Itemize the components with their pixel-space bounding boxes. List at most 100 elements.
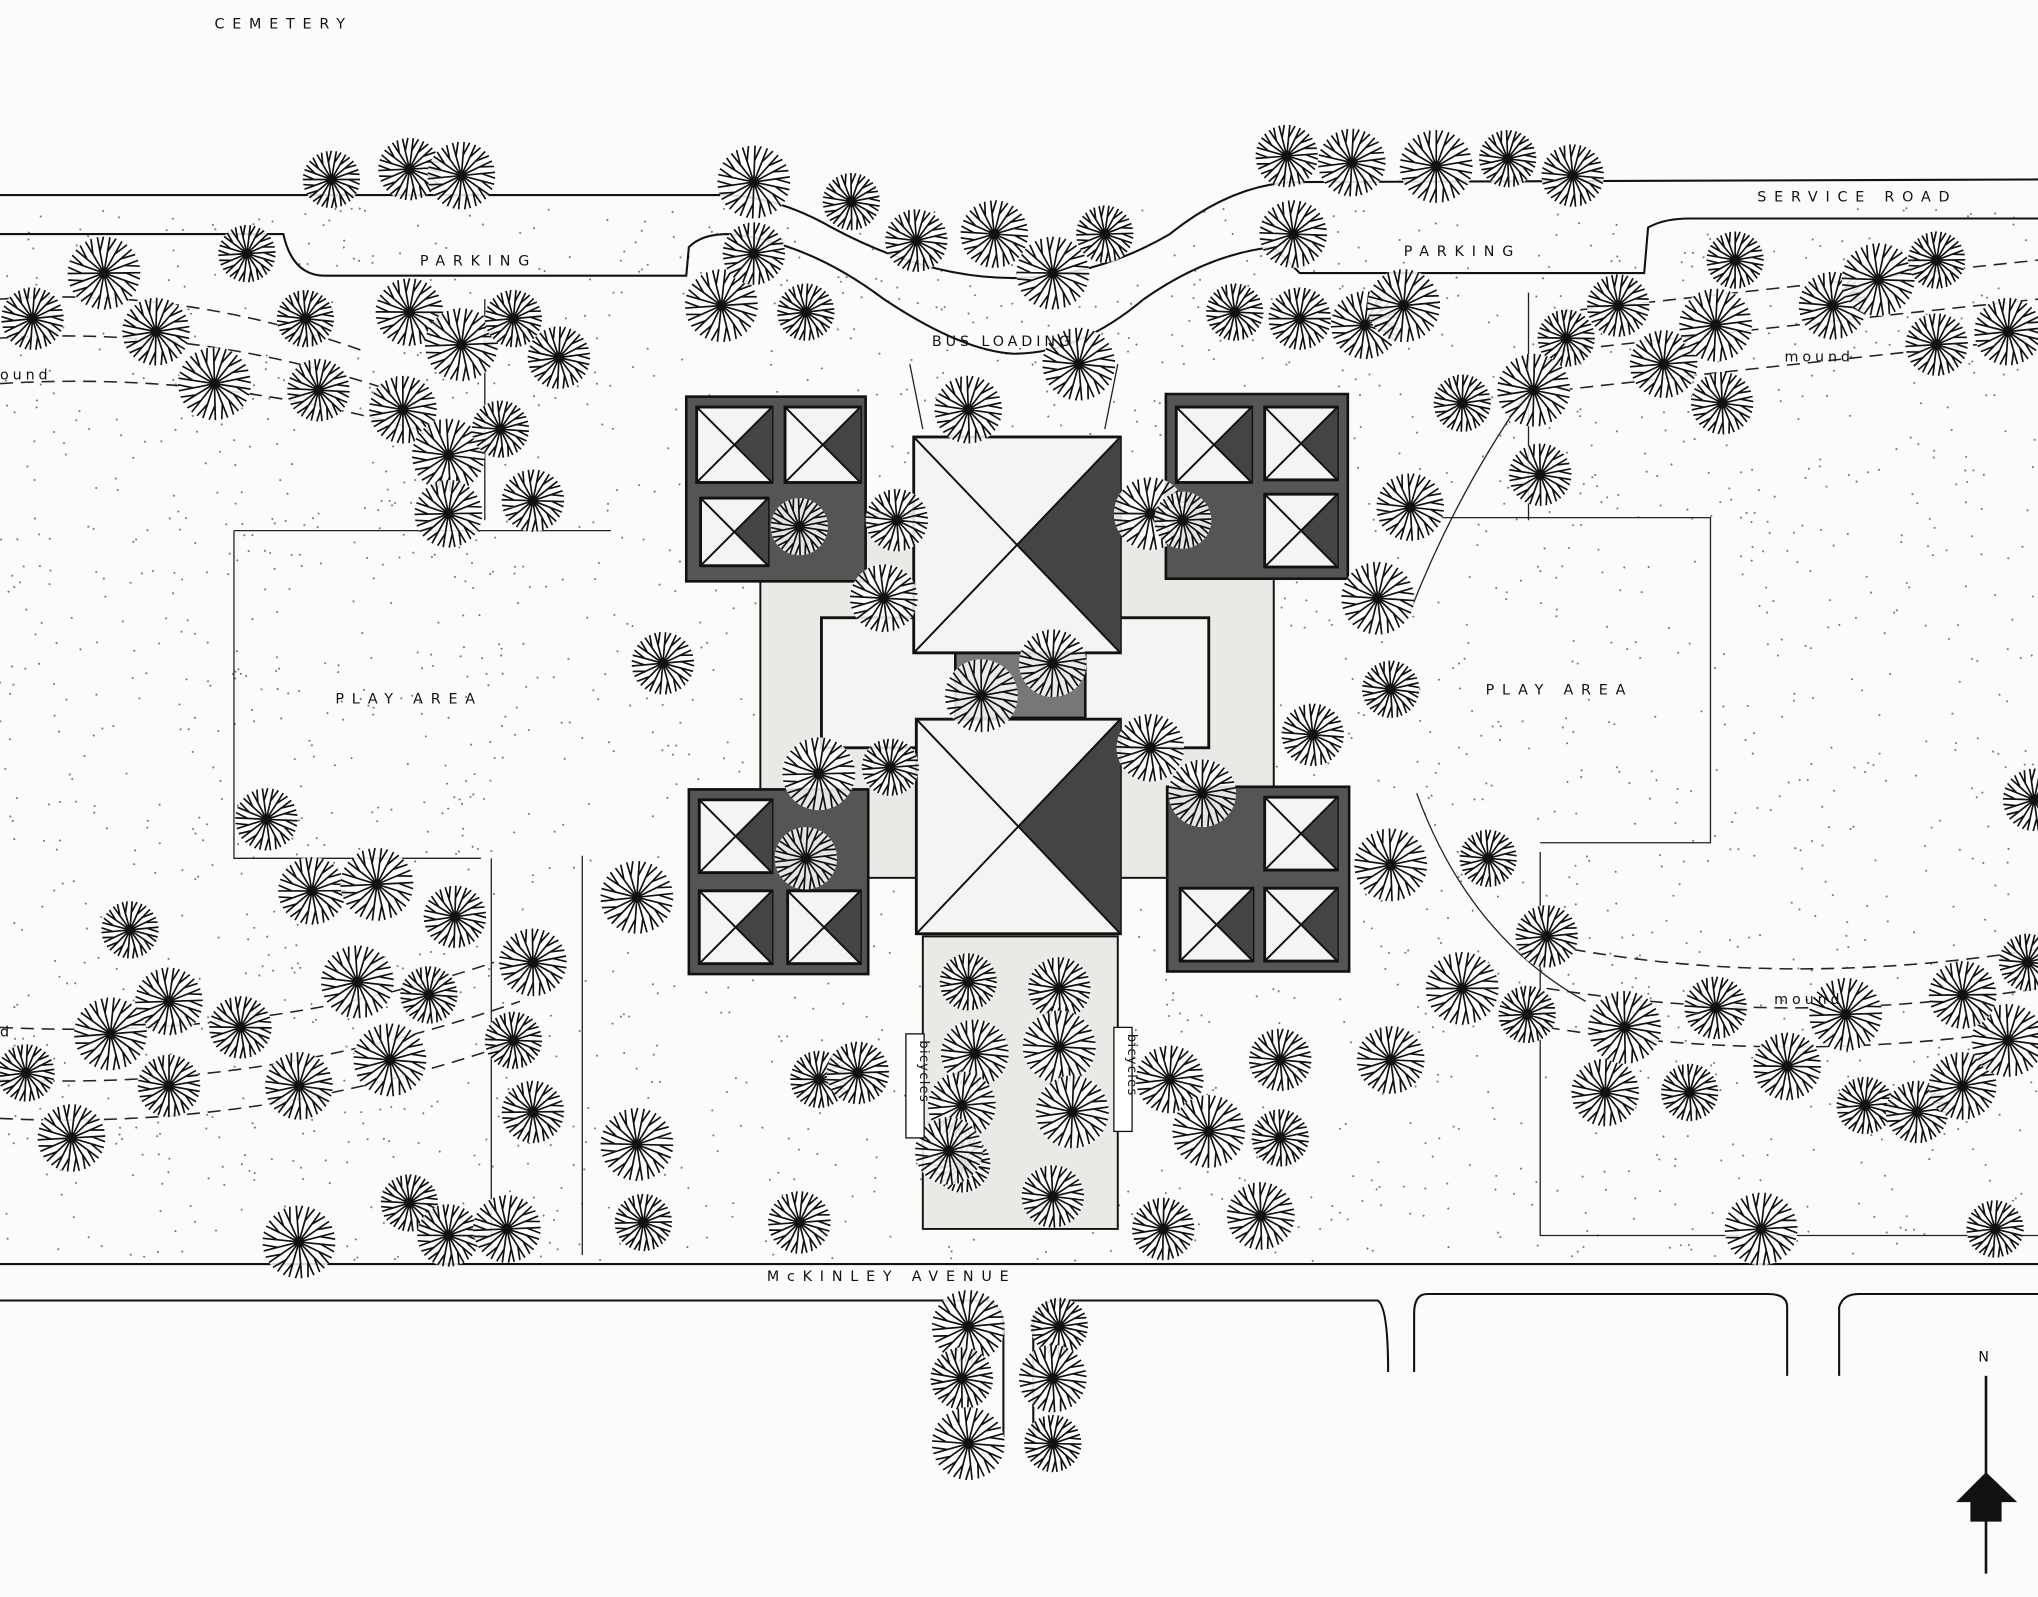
tree-symbol <box>1966 1200 2024 1258</box>
tree-symbol <box>1341 561 1415 635</box>
tree-symbol <box>1251 1109 1310 1167</box>
tree-symbol <box>1 287 64 350</box>
tree-symbol <box>423 885 487 949</box>
tree-symbol <box>235 787 298 851</box>
tree-symbol <box>209 995 272 1059</box>
label-mound-east-south: mound <box>1774 992 1843 1008</box>
tree-symbol <box>473 1194 541 1263</box>
tree-symbol <box>1537 309 1595 367</box>
label-cemetery: CEMETERY <box>214 17 352 33</box>
tree-symbol <box>1974 297 2038 366</box>
tree-symbol <box>777 283 835 341</box>
tree-symbol <box>931 1407 1005 1481</box>
tree-symbol <box>1541 144 1604 207</box>
tree-symbol <box>1135 1045 1204 1114</box>
pyramid-roof <box>1263 886 1339 963</box>
tree-symbol <box>1042 327 1116 401</box>
tree-symbol <box>278 856 346 925</box>
tree-symbol <box>1515 905 1579 968</box>
tree-symbol <box>849 564 918 633</box>
tree-symbol <box>501 1080 565 1144</box>
label-mound-west-south: d <box>0 1024 17 1040</box>
tree-symbol <box>1661 1063 1719 1122</box>
tree-symbol <box>1018 629 1087 698</box>
label-street: McKINLEY AVENUE <box>767 1269 1017 1285</box>
tree-symbol <box>1508 443 1572 506</box>
tree-symbol <box>1030 1297 1089 1356</box>
tree-symbol <box>939 953 998 1011</box>
tree-symbol <box>1497 353 1571 427</box>
label-bicycles-west: bicycles <box>916 1040 931 1103</box>
tree-symbol <box>287 358 350 422</box>
tree-symbol <box>484 1011 543 1070</box>
tree-symbol <box>1131 1197 1195 1261</box>
label-play-area-east: PLAY AREA <box>1486 682 1634 698</box>
tree-symbol <box>600 1107 674 1182</box>
tree-symbol <box>1035 1075 1109 1149</box>
tree-symbol <box>37 1104 106 1172</box>
tree-symbol <box>1259 200 1328 269</box>
tree-symbol <box>1076 205 1134 263</box>
tree-symbol <box>0 1044 55 1102</box>
tree-symbol <box>1206 283 1264 341</box>
tree-symbol <box>1354 828 1428 902</box>
tree-symbol <box>1629 330 1698 398</box>
tree-symbol <box>600 860 674 934</box>
tree-symbol <box>218 224 276 283</box>
tree-symbol <box>501 469 565 533</box>
tree-symbol <box>1018 1344 1087 1413</box>
tree-symbol <box>1724 1192 1798 1266</box>
pyramid-roof <box>1263 405 1339 482</box>
tree-symbol <box>782 737 856 811</box>
tree-symbol <box>340 847 414 921</box>
trees <box>0 124 2038 1481</box>
tree-symbol <box>1024 1414 1082 1473</box>
tree-symbol <box>375 278 444 347</box>
tree-symbol <box>121 297 190 366</box>
school-building <box>684 392 1351 976</box>
tree-symbol <box>1021 1165 1085 1228</box>
tree-symbol <box>1317 128 1386 197</box>
tree-symbol <box>931 1290 1005 1363</box>
tree-symbol <box>1027 957 1091 1020</box>
tree-symbol <box>1753 1032 1821 1101</box>
tree-symbol <box>944 659 1018 733</box>
tree-symbol <box>302 150 361 209</box>
label-bicycles-east: bicycles <box>1124 1034 1139 1097</box>
label-parking-east: PARKING <box>1404 244 1521 260</box>
pyramid-roof <box>697 798 774 875</box>
tree-symbol <box>960 200 1029 269</box>
tree-symbol <box>1356 1025 1425 1094</box>
tree-symbol <box>1908 231 1966 289</box>
tree-symbol <box>1571 1058 1640 1127</box>
tree-symbol <box>822 172 881 231</box>
tree-symbol <box>722 222 786 285</box>
tree-symbol <box>471 400 529 458</box>
pyramid-roof <box>1263 795 1339 872</box>
tree-symbol <box>861 738 920 796</box>
tree-symbol <box>1999 933 2038 992</box>
tree-symbol <box>1459 829 1517 888</box>
tree-symbol <box>1706 231 1764 289</box>
tree-symbol <box>1376 473 1445 542</box>
tree-symbol <box>767 1191 831 1254</box>
tree-symbol <box>1809 977 1883 1051</box>
pyramid-roof <box>912 435 1122 655</box>
pyramid-roof <box>783 405 862 484</box>
tree-symbol <box>1836 1076 1894 1135</box>
tree-symbol <box>1367 269 1441 343</box>
tree-symbol <box>527 326 591 389</box>
tree-symbol <box>498 928 567 997</box>
pyramid-roof <box>695 405 774 484</box>
tree-symbol <box>424 308 498 382</box>
tree-symbol <box>684 269 758 343</box>
tree-symbol <box>1154 491 1212 549</box>
label-bus-loading: BUS LOADING <box>932 334 1074 350</box>
tree-symbol <box>411 418 485 492</box>
tree-symbol <box>770 498 829 556</box>
tree-symbol <box>865 488 929 552</box>
tree-symbol <box>1425 951 1499 1025</box>
tree-symbol <box>1116 713 1185 782</box>
tree-symbol <box>1684 976 1747 1040</box>
tree-symbol <box>941 1019 1009 1088</box>
